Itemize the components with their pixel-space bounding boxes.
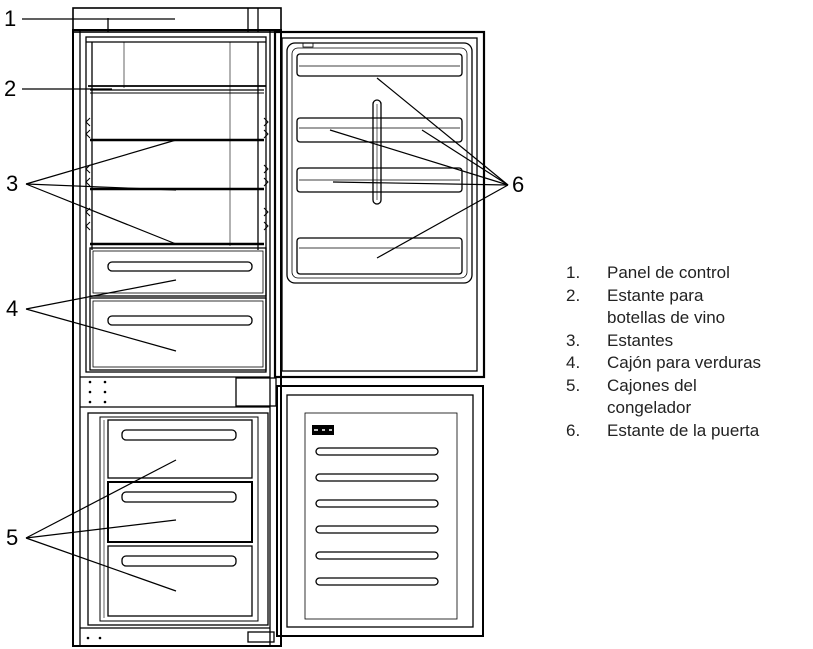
parts-legend: 1. Panel de control 2. Estante para bote…: [566, 262, 761, 442]
leader-6d: [332, 181, 509, 186]
legend-number: 2.: [566, 285, 581, 305]
callout-3: 3: [6, 171, 19, 196]
fridge-compartment: [85, 36, 267, 373]
legend-text: Estante de la puerta: [607, 420, 760, 440]
leader-4a: [25, 279, 177, 310]
leader-3a: [25, 139, 177, 185]
callout-5: 5: [6, 525, 19, 550]
legend-item: 2. Estante para botellas de vino: [566, 285, 761, 330]
leader-lines: [22, 18, 509, 592]
leader-6e: [376, 184, 509, 259]
legend-number: 4.: [566, 353, 581, 372]
wine-bottle-shelf: [88, 85, 266, 94]
legend-text: congelador: [607, 398, 692, 417]
legend-text: Cajón para verduras: [607, 353, 762, 372]
leader-3b: [25, 183, 177, 191]
legend-text: Panel de control: [607, 263, 730, 282]
legend-text: botellas de vino: [607, 308, 726, 327]
callout-2: 2: [4, 76, 17, 101]
legend-text: Estante para: [607, 285, 704, 305]
leader-6c: [421, 129, 509, 186]
leader-6b: [329, 129, 509, 186]
legend-item: 6. Estante de la puerta: [566, 420, 761, 443]
callout-1: 1: [4, 6, 17, 31]
legend-item: 3. Estantes: [566, 330, 761, 353]
legend-number: 3.: [566, 330, 581, 350]
fridge-door: [273, 30, 486, 379]
freezer-compartment: [87, 412, 269, 626]
fridge-base: [80, 627, 275, 643]
legend-item: 1. Panel de control: [566, 262, 761, 285]
leader-5a: [25, 459, 177, 539]
legend-number: 6.: [566, 420, 581, 440]
callout-4: 4: [6, 296, 19, 321]
fridge-cabinet: [72, 29, 282, 647]
legend-text: Cajones del: [607, 375, 697, 395]
legend-item: 4. Cajón para verduras: [566, 352, 761, 375]
control-panel: [72, 7, 282, 33]
divider-panel: [80, 376, 277, 408]
legend-number: 1.: [566, 263, 581, 282]
leader-5c: [25, 537, 177, 592]
legend-item: 5. Cajones del congelador: [566, 375, 761, 420]
leader-5b: [25, 519, 177, 539]
freezer-door: [276, 385, 484, 637]
shelf-supports: [85, 117, 269, 231]
glass-shelves: [90, 138, 264, 246]
callout-6: 6: [512, 172, 525, 197]
legend-text: Estantes: [607, 330, 674, 350]
leader-6a: [376, 77, 509, 186]
leader-4b: [25, 308, 177, 352]
door-shelves: [296, 53, 463, 275]
leader-3c: [25, 183, 177, 245]
vegetable-drawers: [89, 247, 267, 371]
freezer-drawers: [107, 419, 253, 617]
legend-number: 5.: [566, 375, 581, 395]
